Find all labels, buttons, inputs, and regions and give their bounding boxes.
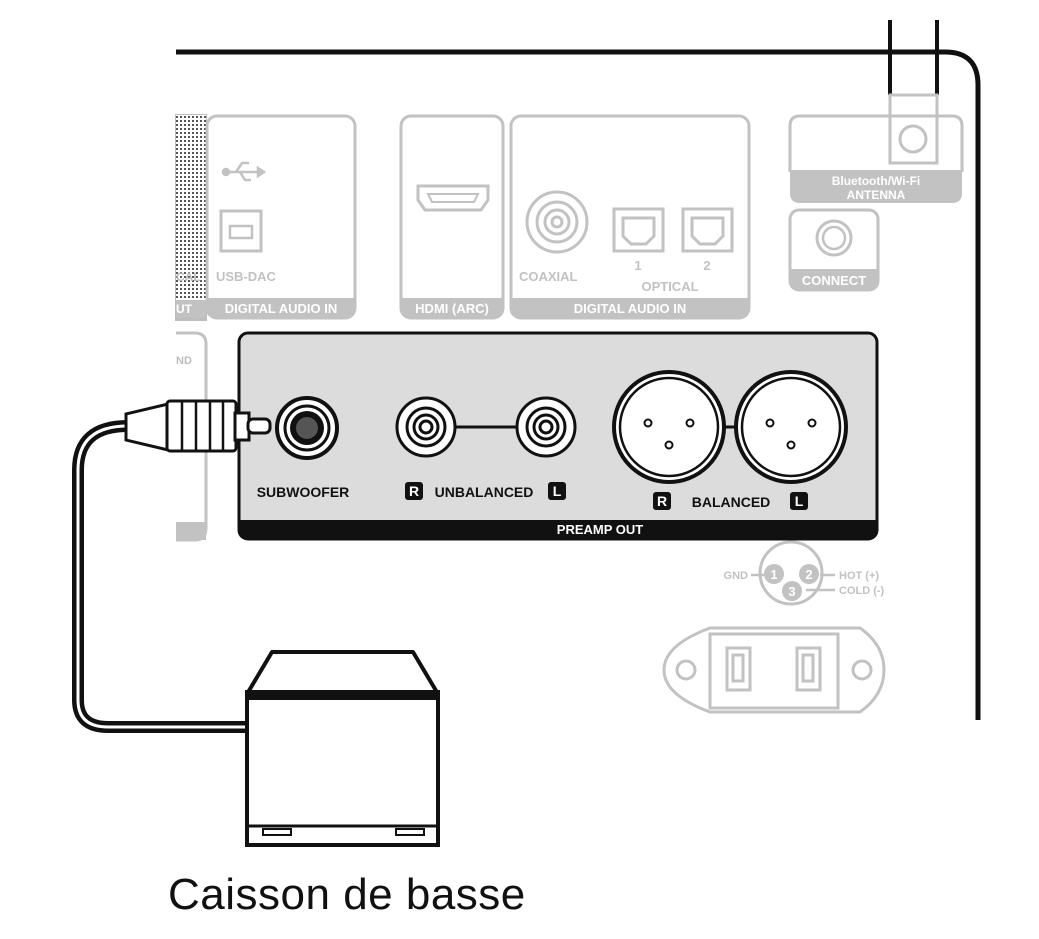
- connect-section: [788, 208, 880, 292]
- subwoofer-jack: [275, 396, 339, 460]
- balanced-label: BALANCED: [692, 494, 771, 510]
- hdmi-arc-label: HDMI (ARC): [415, 301, 489, 316]
- unbalanced-r-letter: R: [409, 483, 419, 499]
- pin3-label: 3: [788, 584, 795, 599]
- bt-antenna-label-line1: Bluetooth/Wi-Fi: [832, 174, 921, 188]
- balanced-r-letter: R: [657, 493, 667, 509]
- xlr-pinout-diagram: [751, 540, 835, 606]
- balanced-r-badge: [653, 492, 671, 510]
- rca-cable: [72, 399, 272, 733]
- unbalanced-l-badge: [548, 482, 566, 500]
- usb-icon: [221, 161, 267, 182]
- unbalanced-r-jack: [395, 396, 457, 458]
- cold-label: COLD (-): [839, 585, 885, 597]
- connect-label: CONNECT: [802, 273, 866, 288]
- digital-audio-in-section: [509, 114, 751, 320]
- unbalanced-jacks: [395, 396, 577, 458]
- optical-2-label: 2: [703, 258, 710, 273]
- unbalanced-label: UNBALANCED: [435, 484, 534, 500]
- subwoofer-speaker-icon: [245, 650, 440, 847]
- balanced-xlr-jacks: [612, 370, 848, 484]
- optical-port-2-icon: [681, 207, 734, 253]
- coaxial-label: COAXIAL: [519, 269, 578, 284]
- gnd-label: GND: [724, 570, 749, 582]
- antenna-icon: [888, 20, 939, 165]
- unbalanced-r-badge: [405, 482, 423, 500]
- unbalanced-l-letter: L: [553, 483, 562, 499]
- balanced-l-xlr: [734, 370, 848, 484]
- bluetooth-antenna-section: [788, 114, 964, 203]
- hdmi-section: [399, 114, 505, 320]
- subwoofer-caption: Caisson de basse: [168, 870, 526, 919]
- subwoofer-label: SUBWOOFER: [257, 484, 350, 500]
- digital-audio-in-usb-label: DIGITAL AUDIO IN: [225, 301, 337, 316]
- left-partial-panel: [175, 114, 208, 542]
- ac-inlet-icon: [662, 626, 886, 714]
- unbalanced-l-jack: [515, 396, 577, 458]
- out-partial-label: UT: [176, 302, 193, 316]
- pin1-label: 1: [770, 567, 777, 582]
- coaxial-jack-icon: [525, 190, 589, 254]
- balanced-r-xlr: [612, 370, 726, 484]
- device-outline: [176, 49, 981, 720]
- usb-port-icon: [219, 209, 263, 253]
- hot-label: HOT (+): [839, 570, 879, 582]
- preamp-out-label: PREAMP OUT: [557, 522, 643, 537]
- digital-audio-in-label: DIGITAL AUDIO IN: [574, 301, 686, 316]
- optical-1-label: 1: [634, 258, 641, 273]
- usb-dac-section: [205, 114, 357, 320]
- bt-antenna-label-line2: ANTENNA: [847, 188, 906, 202]
- optical-partial-label: CAL: [176, 270, 201, 284]
- pin2-label: 2: [805, 567, 812, 582]
- optical-label: OPTICAL: [641, 279, 698, 294]
- optical-port-1-icon: [612, 207, 665, 253]
- gnd-partial-label: ND: [176, 355, 192, 367]
- hdmi-port-icon: [416, 184, 490, 212]
- balanced-l-badge: [790, 492, 808, 510]
- balanced-l-letter: L: [795, 493, 804, 509]
- usb-dac-label: USB-DAC: [216, 269, 277, 284]
